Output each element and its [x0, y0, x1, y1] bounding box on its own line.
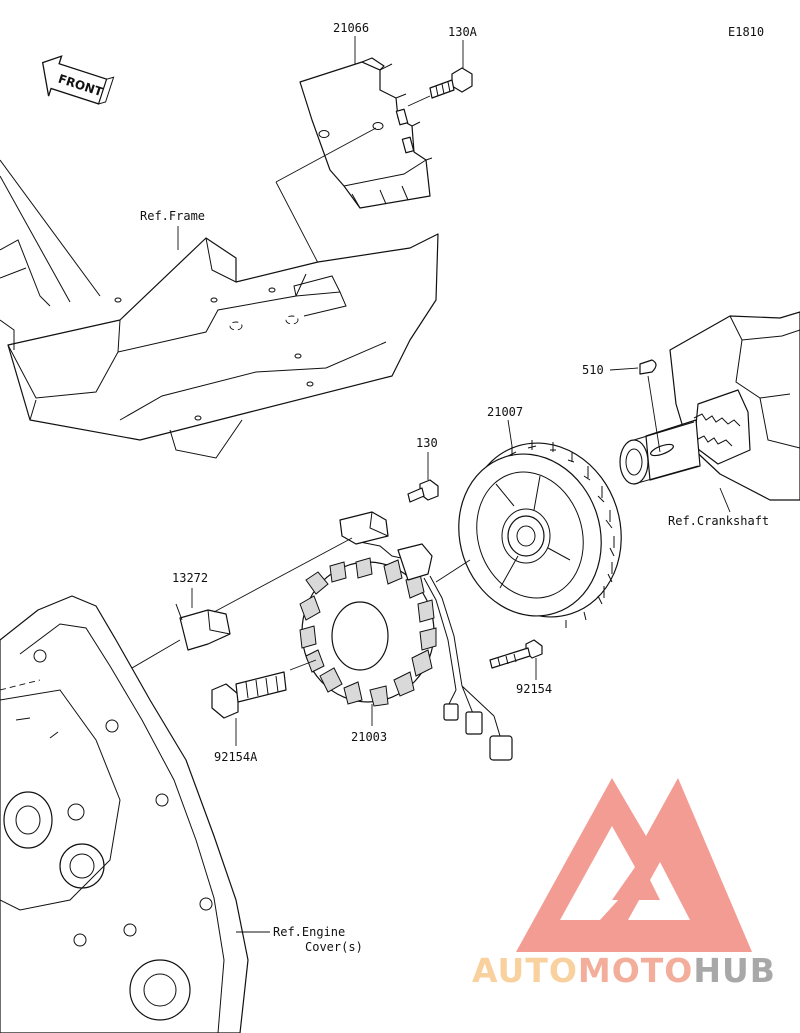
label-21003: 21003: [351, 730, 387, 744]
label-13272: 13272: [172, 571, 208, 585]
watermark-hub: HUB: [693, 951, 776, 990]
automotohub-logo: AUTOMOTOHUB: [472, 778, 776, 990]
label-92154: 92154: [516, 682, 552, 696]
label-ref-crankshaft: Ref.Crankshaft: [668, 514, 769, 528]
label-510: 510: [582, 363, 604, 377]
woodruff-key-510: [639, 359, 657, 375]
svg-text:AUTOMOTOHUB: AUTOMOTOHUB: [472, 951, 776, 990]
label-ref-engine: Ref.Engine: [273, 925, 345, 939]
label-21007: 21007: [487, 405, 523, 419]
diagram-code: E1810: [728, 25, 764, 39]
label-130: 130: [416, 436, 438, 450]
regulator-rectifier: [299, 57, 433, 209]
label-130a: 130A: [448, 25, 478, 39]
bolt-130a: [429, 67, 473, 99]
frame: [0, 159, 439, 459]
crankshaft: [619, 311, 800, 501]
label-21066: 21066: [333, 21, 369, 35]
flywheel-rotor: [458, 440, 622, 628]
watermark-moto: MOTO: [578, 951, 693, 990]
engine-cover: [0, 595, 249, 1033]
bolt-92154: [489, 639, 543, 669]
clamp-13272: [175, 603, 231, 651]
bolt-130: [407, 479, 439, 503]
front-arrow-icon: FRONT: [41, 55, 115, 105]
label-ref-engine-cover: Cover(s): [305, 940, 363, 954]
watermark-auto: AUTO: [472, 951, 578, 990]
label-92154a: 92154A: [214, 750, 258, 764]
label-ref-frame: Ref.Frame: [140, 209, 205, 223]
wire-connectors: [443, 685, 513, 761]
stator: [299, 511, 463, 707]
bolt-92154a: [211, 671, 287, 719]
